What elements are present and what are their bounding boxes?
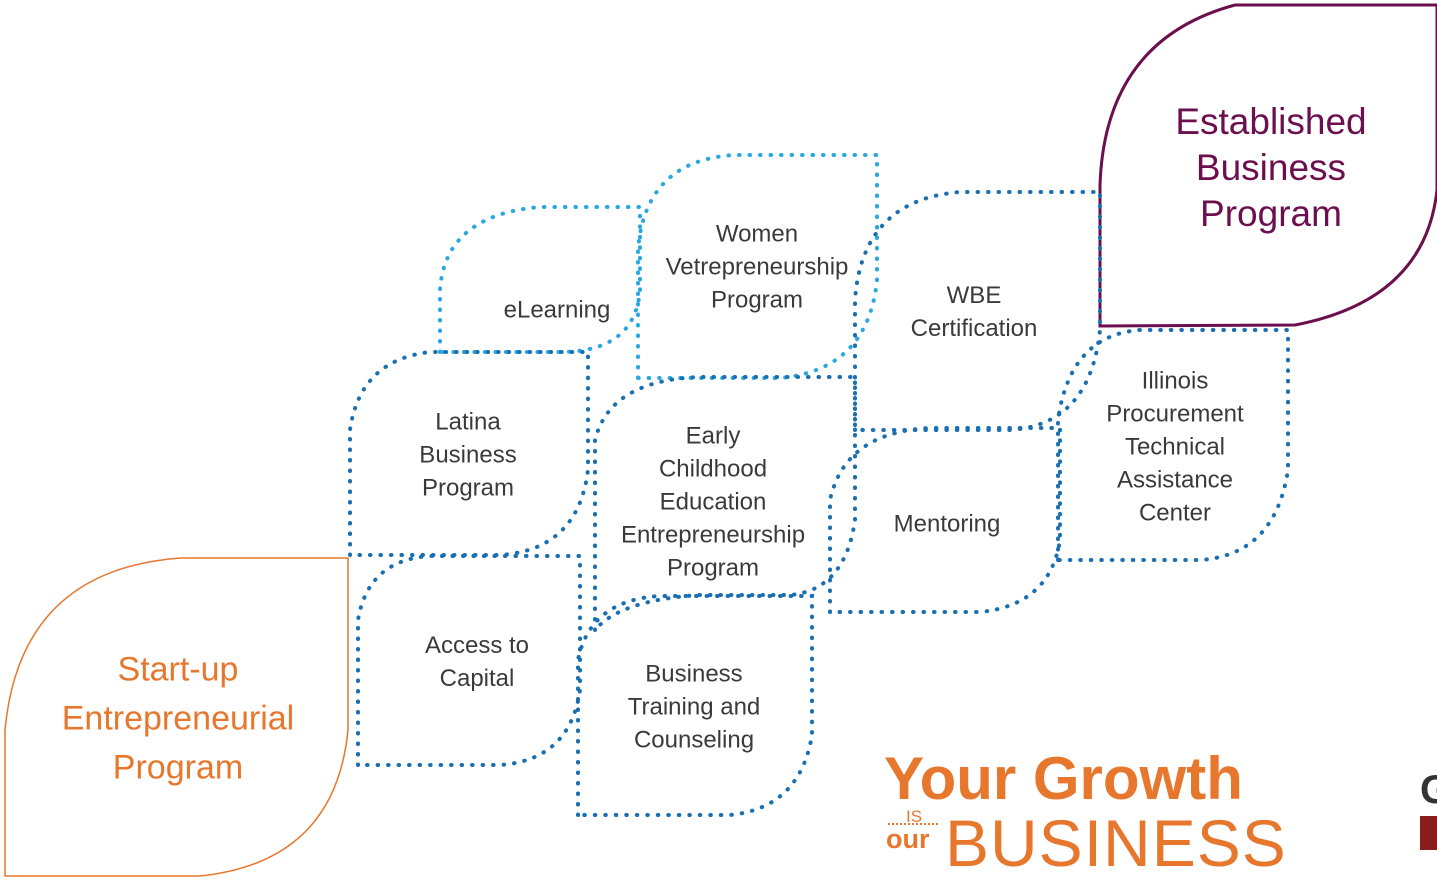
mentoring-shape bbox=[828, 426, 1062, 614]
women-vet-line-1: Women bbox=[715, 220, 799, 248]
wbe-line-1: WBE bbox=[946, 282, 1002, 309]
women-vet-label: Women Vetrepreneurship Program bbox=[666, 218, 849, 317]
established-shape bbox=[1098, 3, 1437, 328]
elearning-shape bbox=[438, 205, 642, 354]
early-childhood-line-4: Entrepreneurship bbox=[620, 521, 806, 549]
latina-label: Latina Business Program bbox=[419, 406, 516, 505]
access-capital-shape bbox=[356, 554, 582, 767]
elearning-line-1: eLearning bbox=[503, 296, 611, 324]
wbe-line-2: Certification bbox=[910, 315, 1038, 342]
latina-line-3: Program bbox=[421, 474, 515, 502]
logo-our: our bbox=[886, 824, 930, 854]
corner-logo-block bbox=[1420, 816, 1437, 850]
startup-label: Start-up Entrepreneurial Program bbox=[62, 646, 294, 793]
early-childhood-line-2: Childhood bbox=[658, 455, 768, 483]
wbe-shape bbox=[853, 190, 1102, 432]
illinois-ptac-line-5: Center bbox=[1138, 499, 1212, 527]
illinois-ptac-line-4: Assistance bbox=[1116, 466, 1234, 494]
established-line-2: Business bbox=[1195, 147, 1347, 188]
illinois-ptac-shape bbox=[1056, 328, 1290, 562]
women-vet-line-3: Program bbox=[710, 286, 804, 314]
women-vet-shape bbox=[636, 153, 879, 380]
established-line-3: Program bbox=[1200, 193, 1342, 234]
business-training-line-1: Business bbox=[645, 660, 743, 688]
women-vet-line-2: Vetrepreneurship bbox=[665, 253, 849, 281]
illinois-ptac-line-2: Procurement bbox=[1106, 400, 1244, 428]
access-capital-line-2: Capital bbox=[439, 665, 515, 692]
latina-line-1: Latina bbox=[435, 408, 501, 436]
startup-line-3: Program bbox=[112, 748, 244, 787]
early-childhood-label: Early Childhood Education Entrepreneursh… bbox=[621, 420, 805, 585]
business-training-line-2: Training and bbox=[627, 693, 761, 721]
latina-line-2: Business bbox=[419, 441, 517, 469]
access-capital-line-1: Access to bbox=[424, 632, 530, 659]
early-childhood-line-1: Early bbox=[685, 422, 741, 450]
early-childhood-line-3: Education bbox=[659, 488, 767, 516]
latina-shape bbox=[348, 350, 590, 557]
business-training-shape bbox=[576, 594, 814, 817]
startup-line-1: Start-up bbox=[117, 650, 239, 689]
mentoring-label: Mentoring bbox=[894, 508, 1001, 541]
mentoring-line-1: Mentoring bbox=[893, 510, 1001, 538]
illinois-ptac-label: Illinois Procurement Technical Assistanc… bbox=[1106, 365, 1243, 530]
elearning-label: eLearning bbox=[504, 294, 611, 327]
early-childhood-shape bbox=[593, 375, 857, 636]
access-capital-label: Access to Capital bbox=[425, 629, 529, 695]
wbe-label: WBE Certification bbox=[911, 279, 1038, 345]
startup-shape bbox=[4, 557, 349, 877]
early-childhood-line-5: Program bbox=[666, 554, 760, 582]
illinois-ptac-line-3: Technical bbox=[1124, 433, 1226, 461]
illinois-ptac-line-1: Illinois bbox=[1141, 367, 1209, 395]
corner-logo-letter: G bbox=[1420, 768, 1437, 812]
established-line-1: Established bbox=[1175, 101, 1367, 142]
established-label: Established Business Program bbox=[1175, 99, 1366, 237]
logo-dots bbox=[888, 823, 938, 825]
logo-is: IS bbox=[906, 807, 923, 826]
startup-line-2: Entrepreneurial bbox=[61, 699, 295, 738]
logo-line-2: BUSINESS bbox=[945, 806, 1287, 880]
business-training-label: Business Training and Counseling bbox=[628, 658, 761, 757]
logo-line-1: Your Growth bbox=[884, 745, 1243, 812]
business-training-line-3: Counseling bbox=[633, 726, 755, 754]
